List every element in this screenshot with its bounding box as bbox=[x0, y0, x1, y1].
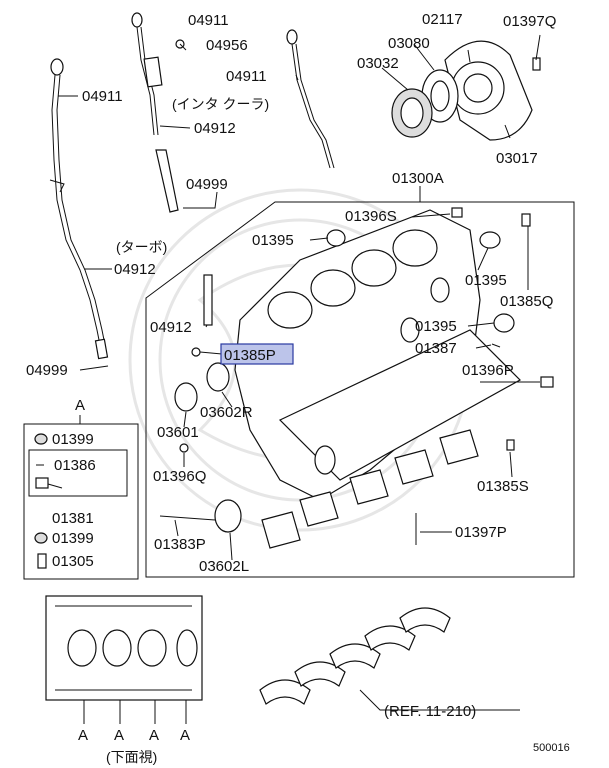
label-01395-c[interactable]: 01395 bbox=[415, 318, 457, 335]
label-03601[interactable]: 03601 bbox=[157, 424, 199, 441]
label-marker-a4: A bbox=[180, 727, 190, 744]
highlight-01385p-box[interactable] bbox=[220, 343, 294, 365]
label-01385s[interactable]: 01385S bbox=[477, 478, 529, 495]
main-bearing-caps[interactable] bbox=[261, 429, 479, 549]
dipstick-upper[interactable] bbox=[131, 12, 185, 213]
inset-a-parts[interactable] bbox=[34, 433, 63, 569]
label-intercooler-note: (インタ クーラ) bbox=[172, 96, 269, 112]
label-03602l[interactable]: 03602L bbox=[199, 558, 249, 575]
label-01396q[interactable]: 01396Q bbox=[153, 468, 206, 485]
label-bottom-view-note: (下面視) bbox=[106, 749, 157, 765]
label-04956[interactable]: 04956 bbox=[206, 37, 248, 54]
rear-oil-seal-housing[interactable] bbox=[391, 40, 541, 141]
dipstick-mid[interactable] bbox=[286, 29, 335, 169]
label-01383p[interactable]: 01383P bbox=[154, 536, 206, 553]
label-04911-top[interactable]: 04911 bbox=[188, 12, 229, 29]
label-03080[interactable]: 03080 bbox=[388, 35, 430, 52]
label-01386[interactable]: 01386 bbox=[54, 457, 96, 474]
label-04911-mid[interactable]: 04911 bbox=[226, 68, 267, 85]
label-marker-a3: A bbox=[149, 727, 159, 744]
label-01385p[interactable]: 01385P bbox=[224, 347, 276, 364]
label-marker-a2: A bbox=[114, 727, 124, 744]
block-bottom-view[interactable] bbox=[45, 595, 203, 724]
inset-a-subframe bbox=[28, 449, 128, 497]
label-02117[interactable]: 02117 bbox=[422, 11, 463, 28]
label-01387[interactable]: 01387 bbox=[415, 340, 457, 357]
label-01399-a[interactable]: 01399 bbox=[52, 431, 94, 448]
label-01395-a[interactable]: 01395 bbox=[252, 232, 294, 249]
plug-parts[interactable] bbox=[159, 207, 554, 545]
label-inset-title: A bbox=[75, 397, 85, 414]
label-01396s[interactable]: 01396S bbox=[345, 208, 397, 225]
label-01397q[interactable]: 01397Q bbox=[503, 13, 556, 30]
label-marker-a1: A bbox=[78, 727, 88, 744]
inset-a-frame bbox=[23, 423, 139, 580]
label-04911-left[interactable]: 04911 bbox=[82, 88, 123, 105]
bearing-shells[interactable] bbox=[259, 607, 520, 711]
block-frame bbox=[145, 201, 575, 578]
label-04912-upper[interactable]: 04912 bbox=[194, 120, 236, 137]
label-04999-left[interactable]: 04999 bbox=[26, 362, 68, 379]
label-01381[interactable]: 01381 bbox=[52, 510, 94, 527]
label-04912-block[interactable]: 04912 bbox=[150, 319, 192, 336]
label-01397p[interactable]: 01397P bbox=[455, 524, 507, 541]
label-04999-upper[interactable]: 04999 bbox=[186, 176, 228, 193]
label-01305[interactable]: 01305 bbox=[52, 553, 94, 570]
cylinder-block[interactable] bbox=[234, 209, 521, 501]
dipstick-left[interactable] bbox=[49, 58, 109, 360]
label-01399-b[interactable]: 01399 bbox=[52, 530, 94, 547]
label-04912-left[interactable]: 04912 bbox=[114, 261, 156, 278]
label-01385q[interactable]: 01385Q bbox=[500, 293, 553, 310]
label-01300a[interactable]: 01300A bbox=[392, 170, 444, 187]
label-03032[interactable]: 03032 bbox=[357, 55, 399, 72]
label-03017[interactable]: 03017 bbox=[496, 150, 538, 167]
label-ref-note[interactable]: (REF. 11-210) bbox=[384, 703, 476, 720]
label-diagram-id: 500016 bbox=[533, 742, 570, 754]
label-01396p[interactable]: 01396P bbox=[462, 362, 514, 379]
part-labels: 04911 04956 04911 04911 (インタ クーラ) 04912 … bbox=[26, 11, 570, 765]
label-01395-b[interactable]: 01395 bbox=[465, 272, 507, 289]
label-turbo-note: (ターボ) bbox=[116, 239, 167, 255]
leader-lines bbox=[58, 34, 541, 561]
label-03602r[interactable]: 03602R bbox=[200, 404, 253, 421]
